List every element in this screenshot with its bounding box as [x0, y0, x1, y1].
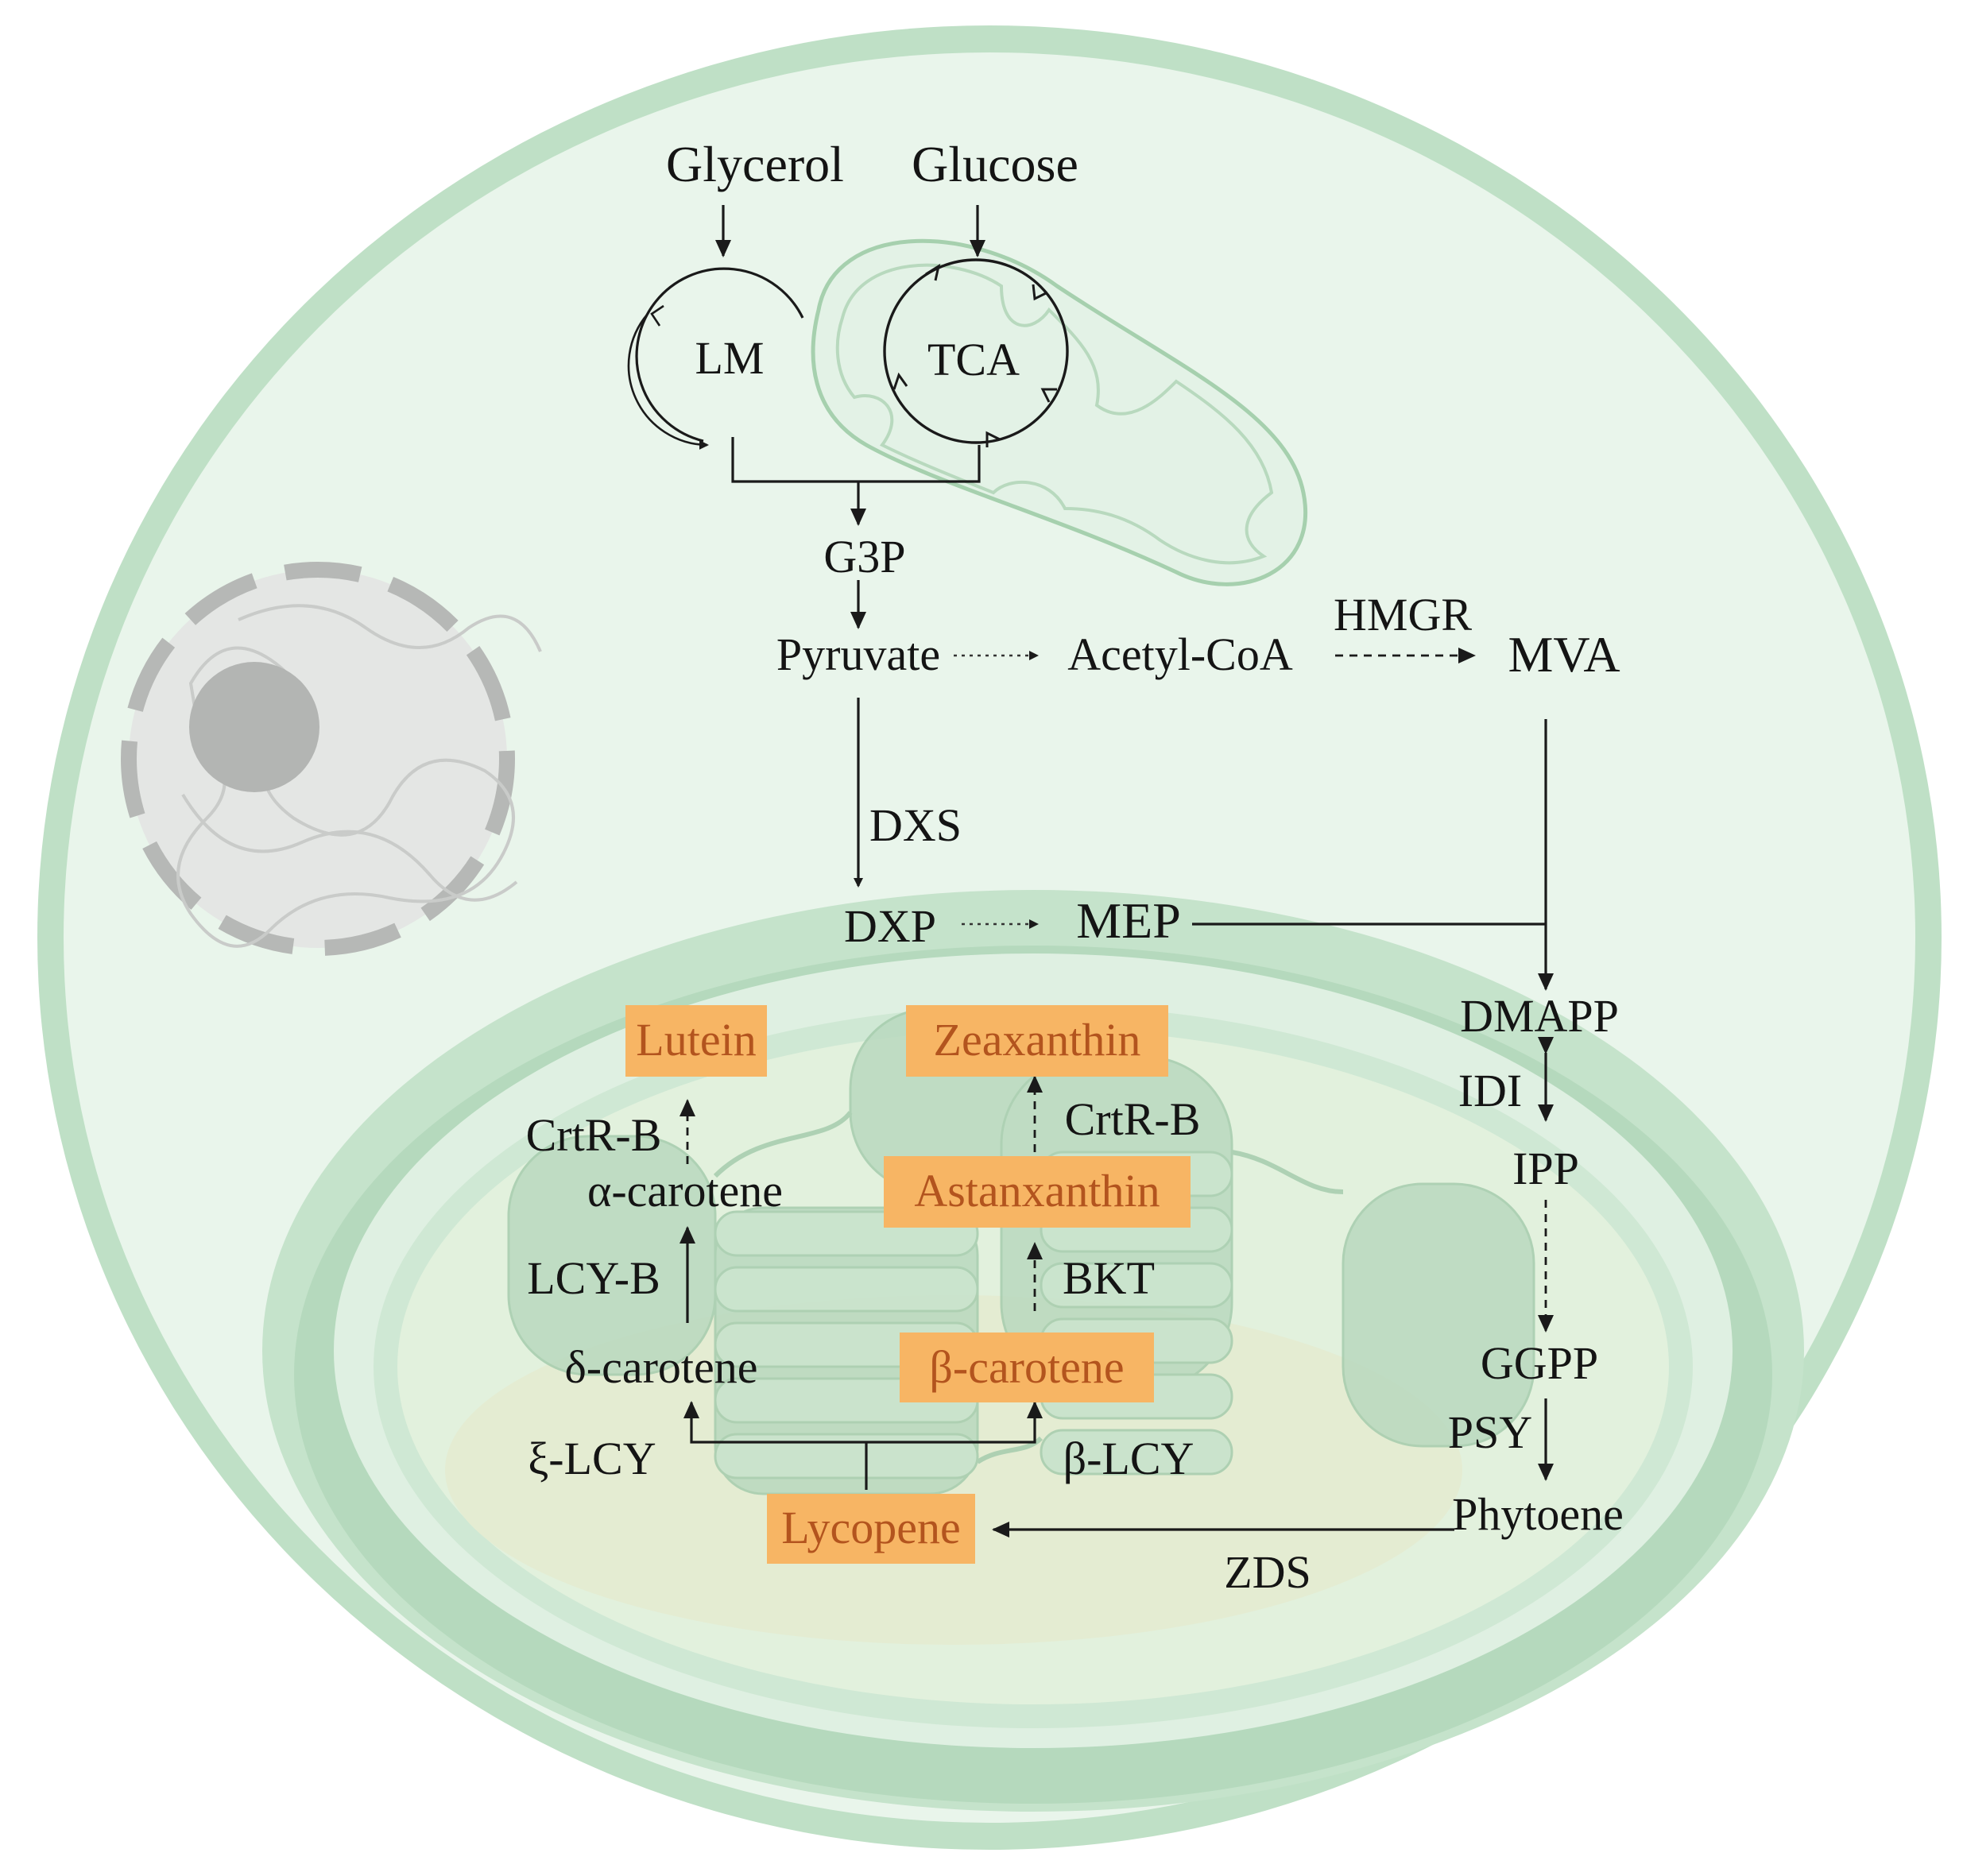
- glycerol-label: Glycerol: [666, 136, 844, 192]
- ggpp-label: GGPP: [1481, 1337, 1598, 1389]
- tca-label: TCA: [927, 334, 1020, 385]
- lm-cycle: LM: [627, 267, 804, 450]
- hmgr-label: HMGR: [1334, 589, 1472, 640]
- mitochondrion: [811, 238, 1307, 586]
- lycopene-label: Lycopene: [781, 1502, 960, 1553]
- lcy-b-label: LCY-B: [527, 1252, 660, 1304]
- zeaxanthin-box: [906, 1005, 1168, 1077]
- branch-to-beta: [866, 1401, 1043, 1444]
- crtr-b-left-label: CrtR-B: [526, 1109, 662, 1161]
- astaxanthin-label: Astanxanthin: [914, 1165, 1160, 1216]
- ipp-label: IPP: [1512, 1143, 1579, 1194]
- pyruvate-label: Pyruvate: [776, 629, 940, 680]
- dxs-label: DXS: [869, 799, 962, 851]
- lutein-label: Lutein: [636, 1014, 756, 1066]
- dxp-label: DXP: [844, 900, 936, 952]
- branch-to-delta: [683, 1401, 866, 1444]
- mva-label: MVA: [1508, 626, 1620, 683]
- g3p-label: G3P: [823, 531, 905, 582]
- bkt-label: BKT: [1063, 1252, 1155, 1304]
- astaxanthin-box: [884, 1156, 1191, 1228]
- nucleus: [121, 562, 542, 956]
- acetyl-coa-label: Acetyl-CoA: [1067, 629, 1293, 680]
- lycopene-box: [767, 1494, 975, 1564]
- thylakoid-grana: [507, 1008, 1535, 1495]
- merge-bracket: [731, 437, 981, 483]
- nucleolus: [189, 662, 319, 792]
- alpha-carotene-label: α-carotene: [587, 1165, 783, 1216]
- idi-label: IDI: [1458, 1065, 1523, 1116]
- delta-carotene-label: δ-carotene: [564, 1341, 757, 1393]
- beta-carotene-box: [900, 1333, 1154, 1402]
- crtr-b-right-label: CrtR-B: [1065, 1093, 1201, 1145]
- lutein-box: [625, 1005, 767, 1077]
- mep-label: MEP: [1076, 892, 1181, 949]
- zds-label: ZDS: [1224, 1546, 1311, 1598]
- lm-label: LM: [695, 332, 765, 384]
- psy-label: PSY: [1448, 1406, 1532, 1458]
- beta-lcy-label: β-LCY: [1063, 1433, 1194, 1484]
- dmapp-label: DMAPP: [1460, 990, 1619, 1042]
- tca-cycle: TCA: [883, 258, 1069, 447]
- xi-lcy-label: ξ-LCY: [528, 1433, 656, 1484]
- beta-carotene-label: β-carotene: [929, 1341, 1124, 1393]
- phytoene-label: Phytoene: [1452, 1488, 1624, 1540]
- zeaxanthin-label: Zeaxanthin: [934, 1014, 1141, 1066]
- glucose-label: Glucose: [912, 136, 1078, 192]
